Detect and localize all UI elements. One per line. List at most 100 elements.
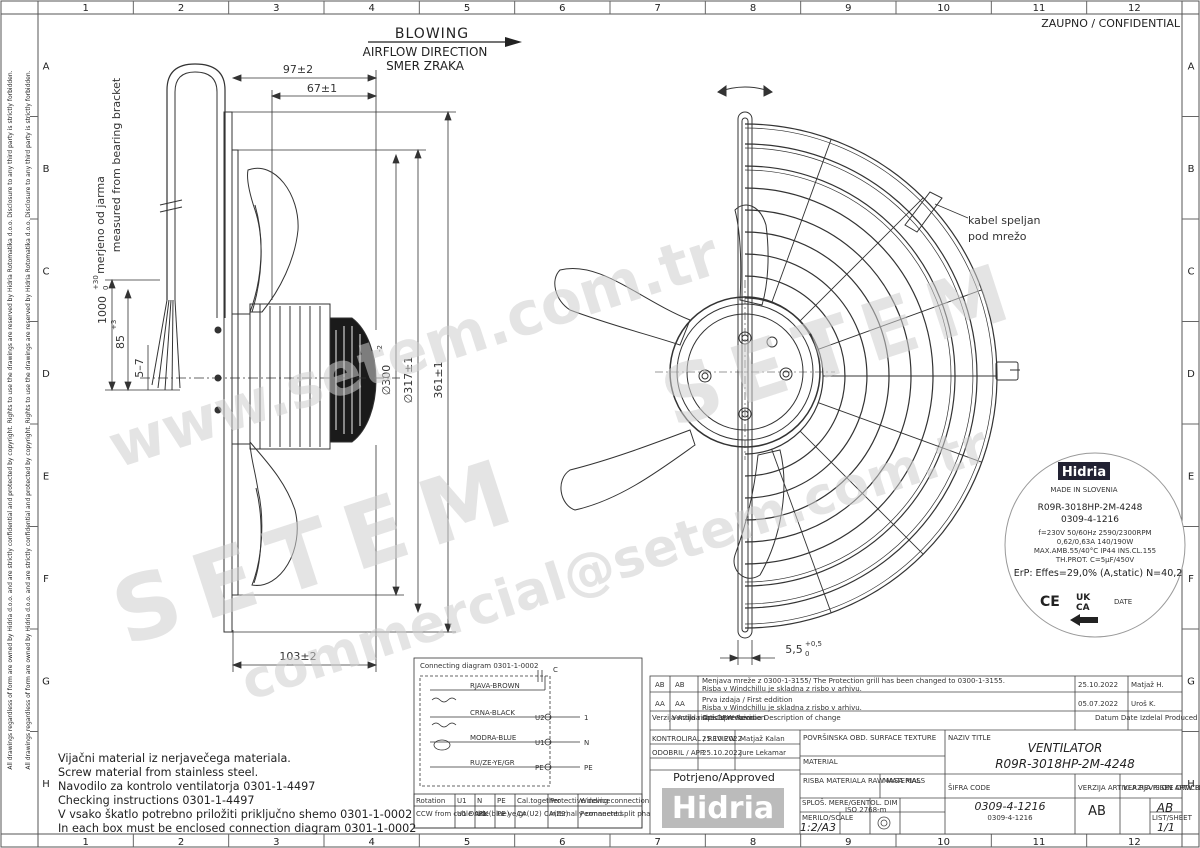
tb-material-label: MATERIAL [803,758,838,766]
conn-table-cell: U1 (blue) [477,810,510,818]
conn-table-header: PE [497,797,506,805]
tb-approve-label: ODOBRIL / APP [652,749,704,757]
grid-col-label-top: 7 [654,3,660,14]
dim-300-tol: -2 [376,345,384,352]
tb-sheet: 1/1 [1157,821,1175,834]
conn-cap: C [553,666,558,674]
airflow-arrow-icon [505,37,522,47]
label-spec3: MAX.AMB.55/40°C IP44 INS.CL.155 [1034,547,1156,555]
grid-row-label-left: F [43,574,49,585]
conn-table-cell: PE ye/gr [497,810,526,818]
grid-col-label-bottom: 4 [368,837,374,848]
dim-317: ∅317±1 [402,357,415,404]
side-view [140,63,400,633]
tb-tol-label: SPLOŠ. MERE/GENTOL. DIM [802,798,898,807]
conn-term-u2: U2 [535,714,545,722]
legal-text: All drawings regardless of form are owne… [7,70,14,769]
approved-label: Potrjeno/Approved [673,771,775,784]
rev-header: Verzija risbe DRW Revision [672,714,765,722]
conn-term-pe: PE [535,764,544,772]
tb-raw-material: RISBA MATERIALA RAW MATERIAL [803,777,921,785]
label-spec1: f=230V 50/60Hz 2590/2300RPM [1038,529,1151,537]
dim-97: 97±2 [283,63,313,76]
dim-1000-tol: +30 [92,275,100,290]
dim-5-5-tol1: +0,5 [805,640,822,648]
ukca-mark-icon-2: CA [1076,603,1090,613]
grid-col-label-top: 8 [750,3,756,14]
conn-term-pe2: PE [584,764,593,772]
grill-spoke [799,430,924,555]
tb-art-rev: AB [1088,804,1106,819]
conn-table-header: Winding connection [580,797,649,805]
dim-85: 85 [114,335,127,349]
conn-table-cell: Permanent split phase capacitor motor [580,810,717,818]
tb-approve-name: Jure Lekamar [739,749,786,757]
grill-spoke [818,289,982,350]
conn-table-header: U1 [457,797,467,805]
grid-col-label-bottom: 2 [178,837,184,848]
label-made-in: MADE IN SLOVENIA [1050,486,1117,494]
tb-control-date: 25.10.2022 [702,735,742,743]
dim-103: 103±2 [279,650,316,663]
tb-drw-rev: AB [1156,801,1173,815]
side-note-1: merjeno od jarma [94,176,107,274]
rev-text-2: Risba v Windchillu je skladna z risbo v … [702,685,862,693]
grid-col-label-top: 5 [464,3,470,14]
label-model: R09R-3018HP-2M-4248 [1038,503,1143,513]
grid-col-label-top: 1 [82,3,88,14]
grid-col-label-top: 9 [845,3,851,14]
tb-art-rev-label: VERZIJA ARTIKLA REVISION ARTICLE [1078,784,1200,792]
tb-approve-date: 25.10.2022 [702,749,742,757]
tb-tol: ISO 2768-m [845,806,887,814]
rev-id: AA [655,700,665,708]
label-spec4: TH.PROT. C=5μF/450V [1055,556,1135,564]
conn-title: Connecting diagram 0301-1-0002 [420,662,538,670]
rev-header: Verzija Artikla Article revision [652,714,755,722]
dim-1000-tol2: 0 [102,286,110,290]
label-code: 0309-4-1216 [1061,515,1119,525]
grid-col-label-top: 4 [368,3,374,14]
product-label [1004,452,1186,638]
label-date: DATE [1114,598,1132,606]
rev-header: Datum Date [1095,714,1138,722]
dim-5-5: 5,5 [785,643,803,656]
grid-row-label-right: B [1188,164,1195,175]
grid-col-label-bottom: 7 [654,837,660,848]
conn-table-cell: CA(U2) CA(Z2) [517,810,569,818]
grill-spoke [771,139,832,303]
grid-col-label-top: 10 [937,3,950,14]
logo-text: Hidria [672,791,774,826]
grid-col-label-bottom: 10 [937,837,950,848]
dim-5-5-tol2: 0 [805,650,809,658]
airflow-line1: AIRFLOW DIRECTION [363,45,488,59]
conn-wire-yg: RU/ZE-YE/GR [470,759,515,767]
grid-col-label-bottom: 1 [82,837,88,848]
grid-row-label-right: F [1188,574,1194,585]
rev-by: Matjaž H. [1131,681,1164,689]
dim-361: 361±1 [432,361,445,398]
hidria-logo [662,788,784,828]
conn-wire-blue: MODRA-BLUE [470,734,516,742]
ukca-mark-icon: UK [1076,593,1091,603]
rev-header: Opis spremembe Description of change [702,714,841,722]
grid-col-label-bottom: 9 [845,837,851,848]
grid-col-label-bottom: 12 [1128,837,1141,848]
dim-5-7: 5–7 [133,358,146,378]
note-1: Vijačni material iz nerjavečega material… [58,752,291,765]
connection-diagram [413,657,643,829]
grid-row-label-right: A [1188,61,1195,72]
tb-mass-label: MASA MASS [883,777,926,785]
cable-note-2: pod mrežo [968,230,1027,243]
label-brand: Hidria [1062,465,1106,480]
confidential-label: ZAUPNO / CONFIDENTIAL [1041,17,1181,30]
grid-row-label-left: C [43,266,50,277]
tb-code-label: ŠIFRA CODE [948,783,990,792]
tb-surface-label: POVRŠINSKA OBD. SURFACE TEXTURE [803,733,936,742]
rev-ver: AB [675,681,685,689]
note-4: Checking instructions 0301-1-4497 [58,794,255,807]
tb-drw-rev-label: VERZIJA RISBE DRW REVISION [1123,784,1200,792]
grid-col-label-bottom: 5 [464,837,470,848]
grid-col-label-top: 11 [1033,3,1046,14]
grid-col-label-bottom: 8 [750,837,756,848]
